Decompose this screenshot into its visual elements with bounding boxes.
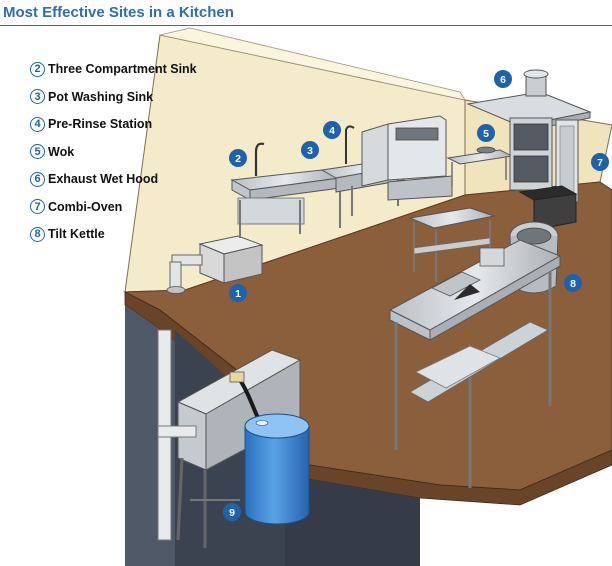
marker-7: 7 — [591, 153, 609, 171]
legend-label: Tilt Kettle — [48, 227, 105, 241]
legend-number: 3 — [30, 89, 45, 104]
legend-label: Combi-Oven — [48, 199, 123, 214]
marker-1: 1 — [229, 284, 247, 302]
legend-number: 7 — [30, 199, 45, 214]
marker-6: 6 — [494, 70, 512, 88]
marker-9: 9 — [223, 503, 241, 521]
svg-text:7: 7 — [597, 157, 603, 169]
marker-5: 5 — [477, 124, 495, 142]
diagram-title: Most Effective Sites in a Kitchen — [3, 4, 234, 21]
grease-interceptor — [166, 235, 264, 294]
blue-drum — [244, 413, 310, 525]
marker-8: 8 — [564, 274, 582, 292]
legend-item-tilt-kettle: 8 Tilt Kettle — [30, 225, 197, 243]
svg-text:4: 4 — [329, 125, 335, 137]
marker-4: 4 — [323, 121, 341, 139]
legend-label: Three Compartment Sink — [48, 62, 197, 76]
prep-table — [408, 207, 496, 282]
legend-number: 4 — [30, 116, 45, 132]
legend-label: Pre-Rinse Station — [48, 117, 153, 131]
front-work-table — [388, 239, 562, 488]
svg-text:9: 9 — [229, 507, 235, 519]
legend-number: 8 — [30, 226, 45, 242]
svg-text:1: 1 — [235, 288, 241, 300]
marker-2: 2 — [229, 149, 247, 167]
legend-label: Wok — [48, 144, 75, 159]
three-compartment-sink — [230, 142, 342, 238]
title-rule — [0, 25, 612, 26]
legend-item-combi-oven: 7 Combi-Oven — [30, 198, 197, 216]
svg-text:6: 6 — [500, 74, 506, 86]
legend-item-pre-rinse-station: 4 Pre-Rinse Station — [30, 115, 197, 133]
svg-text:2: 2 — [235, 153, 241, 165]
legend-item-wok: 5 Wok — [30, 143, 197, 161]
charbroiler — [518, 185, 578, 231]
legend-number: 2 — [30, 61, 45, 77]
svg-text:8: 8 — [570, 278, 576, 290]
legend-number: 6 — [30, 171, 45, 187]
legend-label: Pot Washing Sink — [48, 89, 154, 104]
legend-item-exhaust-wet-hood: 6 Exhaust Wet Hood — [30, 170, 197, 188]
legend-item-three-compartment-sink: 2 Three Compartment Sink — [30, 60, 197, 78]
dishwasher — [361, 115, 453, 201]
svg-text:5: 5 — [483, 128, 489, 140]
legend-label: Exhaust Wet Hood — [48, 172, 159, 186]
legend: 2 Three Compartment Sink 3 Pot Washing S… — [30, 60, 197, 253]
legend-number: 5 — [30, 144, 45, 159]
legend-item-pot-washing-sink: 3 Pot Washing Sink — [30, 88, 197, 106]
marker-3: 3 — [301, 141, 319, 159]
svg-text:3: 3 — [307, 145, 313, 157]
